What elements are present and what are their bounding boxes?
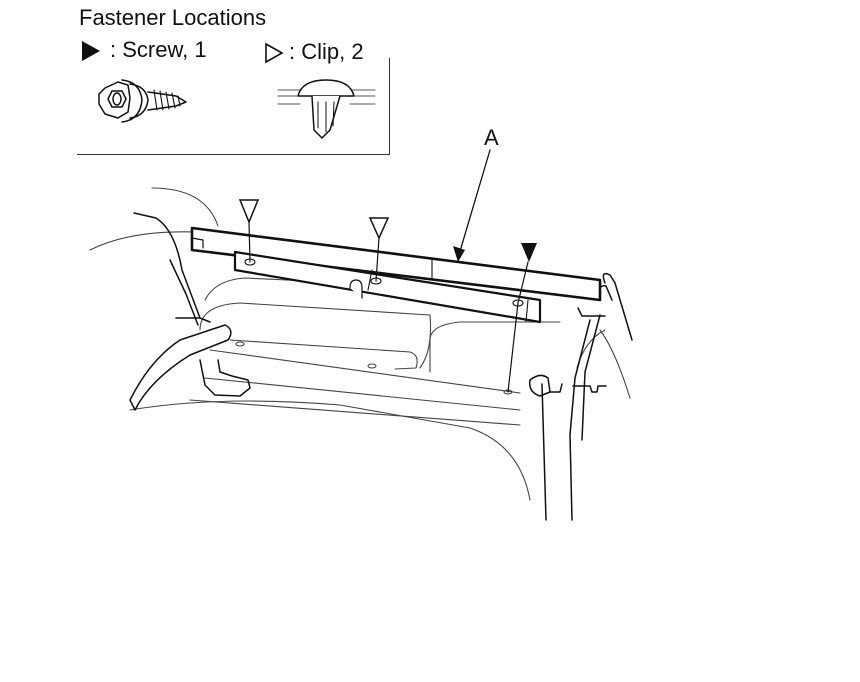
filled-triangle-icon: [82, 41, 100, 61]
outline-triangle-icon: [265, 42, 284, 64]
clip-marker-2-icon: [368, 217, 390, 240]
leader-lines: [248, 149, 529, 393]
upper-cover-a: [190, 226, 602, 324]
left-pillar: [129, 212, 251, 411]
part-a-callout: A: [484, 125, 499, 150]
legend-box: [77, 58, 390, 155]
legend-title: Fastener Locations: [79, 5, 267, 30]
screw-legend-label: : Screw, 1: [110, 37, 207, 62]
interior-background: [89, 187, 631, 501]
screw-illustration: [98, 79, 187, 123]
right-pillar: [528, 272, 633, 521]
clip-legend-label: : Clip, 2: [289, 39, 364, 64]
part-a-arrowhead: [453, 246, 465, 262]
screw-marker-icon: [521, 243, 537, 262]
clip-illustration: [277, 79, 376, 139]
clip-marker-1-icon: [238, 199, 260, 224]
